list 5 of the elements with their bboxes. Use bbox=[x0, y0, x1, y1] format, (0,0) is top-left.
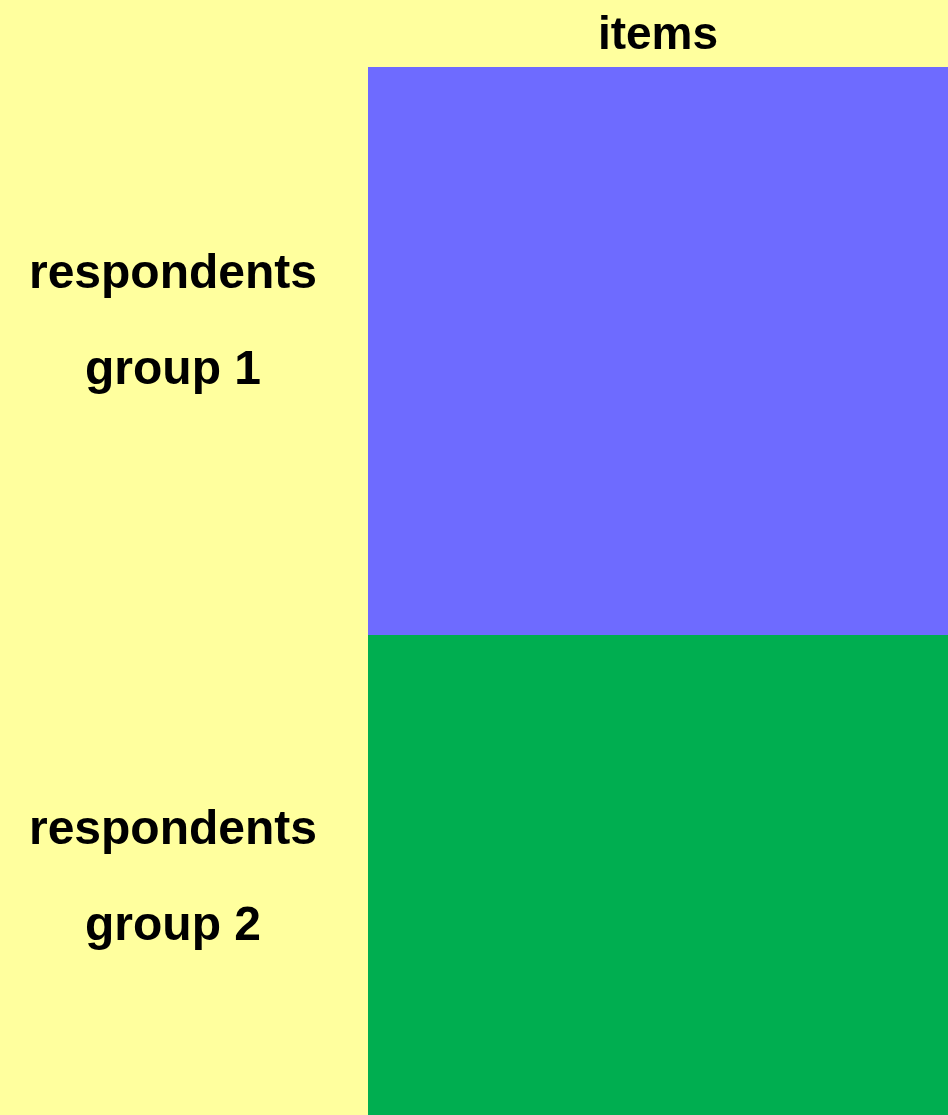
matrix-block bbox=[368, 635, 948, 1115]
row-label: respondents group 1 bbox=[27, 244, 318, 396]
column-header: items bbox=[596, 6, 720, 60]
row-label: respondents group 2 bbox=[27, 800, 318, 952]
matrix-block bbox=[368, 67, 948, 635]
